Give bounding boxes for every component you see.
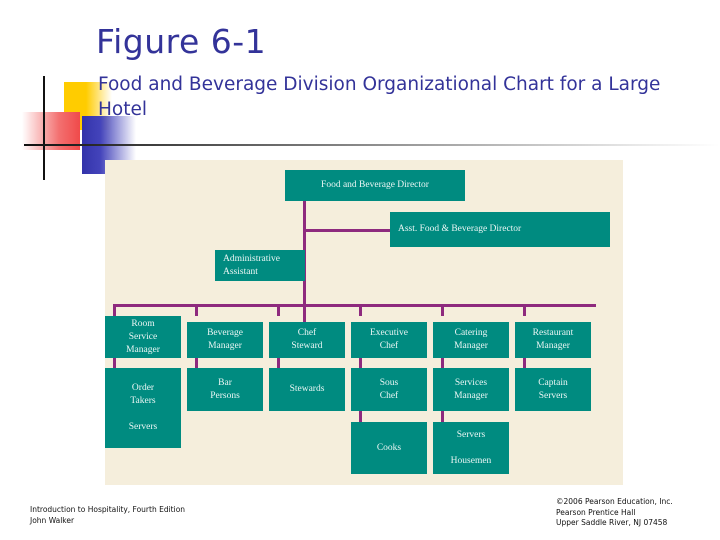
node-administrative-assistant[interactable]: Administrative Assistant bbox=[215, 250, 305, 281]
node-chef-steward[interactable]: Chef Steward bbox=[269, 322, 345, 358]
node-cooks[interactable]: Cooks bbox=[351, 422, 427, 474]
connector-beverage-to-bar-persons bbox=[195, 358, 198, 368]
footer-source-credit: Introduction to Hospitality, Fourth Edit… bbox=[30, 505, 186, 525]
node-food-and-beverage-director[interactable]: Food and Beverage Director bbox=[285, 170, 465, 201]
connector-drop-restaurant bbox=[523, 304, 526, 316]
connector-to-asst-director bbox=[303, 229, 391, 232]
connector-chef-steward-to-stewards bbox=[277, 358, 280, 368]
node-asst-food-beverage-director[interactable]: Asst. Food & Beverage Director bbox=[390, 212, 610, 247]
node-order-takers-servers[interactable]: Order Takers Servers bbox=[105, 368, 181, 448]
connector-services-to-servers-housemen bbox=[441, 411, 444, 422]
page-title: Figure 6-1 bbox=[96, 22, 267, 61]
connector-drop-beverage bbox=[195, 304, 198, 316]
connector-sous-chef-to-cooks bbox=[359, 411, 362, 422]
node-executive-chef[interactable]: Executive Chef bbox=[351, 322, 427, 358]
connector-catering-to-services bbox=[441, 358, 444, 368]
connector-drop-executive-chef bbox=[359, 304, 362, 316]
node-servers-housemen[interactable]: Servers Housemen bbox=[433, 422, 509, 474]
connector-drop-catering bbox=[441, 304, 444, 316]
node-stewards[interactable]: Stewards bbox=[269, 368, 345, 411]
connector-restaurant-to-captain bbox=[523, 358, 526, 368]
node-restaurant-manager[interactable]: Restaurant Manager bbox=[515, 322, 591, 358]
node-captain-servers[interactable]: Captain Servers bbox=[515, 368, 591, 411]
node-services-manager[interactable]: Services Manager bbox=[433, 368, 509, 411]
page-subtitle: Food and Beverage Division Organizationa… bbox=[98, 74, 661, 120]
horizontal-rule bbox=[24, 144, 720, 146]
footer-copyright-notice: ©2006 Pearson Education, Inc. Pearson Pr… bbox=[556, 497, 673, 527]
node-sous-chef[interactable]: Sous Chef bbox=[351, 368, 427, 411]
red-square-icon bbox=[22, 112, 80, 150]
connector-room-service-to-order-takers bbox=[113, 358, 116, 368]
vertical-rule bbox=[43, 76, 45, 180]
node-beverage-manager[interactable]: Beverage Manager bbox=[187, 322, 263, 358]
node-bar-persons[interactable]: Bar Persons bbox=[187, 368, 263, 411]
connector-manager-bus bbox=[113, 304, 596, 307]
connector-executive-chef-to-sous-chef bbox=[359, 358, 362, 368]
node-room-service-manager[interactable]: Room Service Manager bbox=[105, 316, 181, 358]
node-catering-manager[interactable]: Catering Manager bbox=[433, 322, 509, 358]
connector-drop-room-service bbox=[113, 304, 116, 316]
connector-drop-chef-steward bbox=[277, 304, 280, 316]
org-chart-panel: Food and Beverage Director Asst. Food & … bbox=[105, 160, 623, 485]
